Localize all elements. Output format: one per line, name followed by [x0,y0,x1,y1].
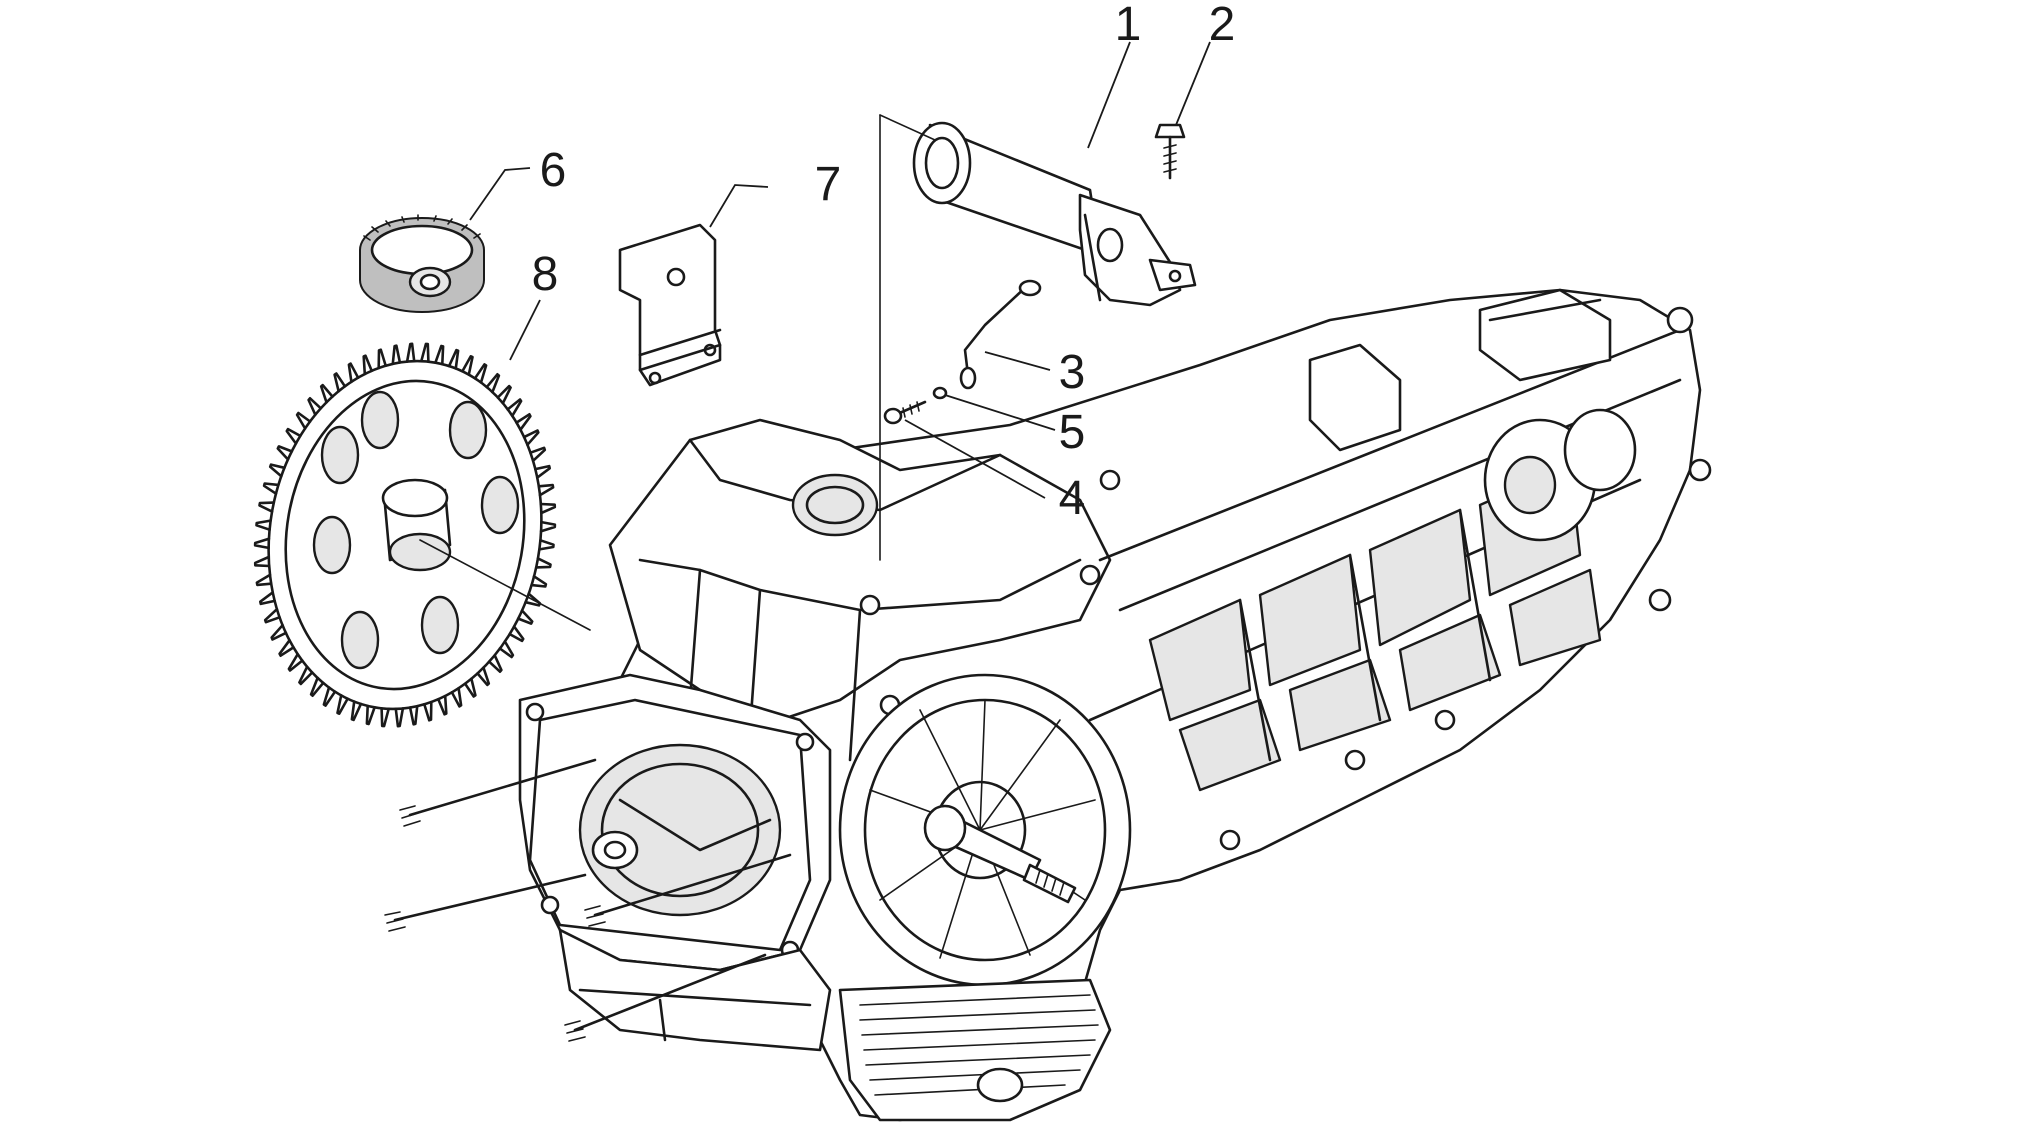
callout-5: 5 [1059,406,1086,459]
starter-ring-gear [253,342,557,728]
stud-bolt-2 [384,873,587,932]
callout-2: 2 [1209,0,1236,51]
oil-pan-fins [838,978,1112,1122]
cable-terminal [959,279,1042,390]
callout-6: 6 [540,144,567,197]
screw-part-4 [883,400,927,425]
gear-tooth-outline [253,342,557,728]
callout-7: 7 [815,158,842,211]
variator-fan [838,673,1132,987]
callout-3: 3 [1059,346,1086,399]
leader-lines [419,41,1211,631]
stud-bolt-1 [399,758,597,827]
intermediate-gear [359,214,485,313]
callout-labels: 1 2 3 4 5 6 7 8 [532,0,1236,525]
crankshaft-stub [923,804,1077,904]
callout-8: 8 [532,248,559,301]
stud-bolt-3 [584,853,792,927]
starter-motor [912,121,1197,307]
cylinder-studs [384,758,792,1042]
stud-bolt-4 [564,953,767,1042]
callout-4: 4 [1059,472,1086,525]
crankcase-housing [518,288,1712,1122]
screw-part-2 [1154,123,1186,180]
bracket-plate [618,223,722,387]
washer-part-5 [932,386,948,400]
gear-teeth [253,342,557,728]
truss-cells [1148,463,1602,792]
callout-1: 1 [1115,0,1142,51]
